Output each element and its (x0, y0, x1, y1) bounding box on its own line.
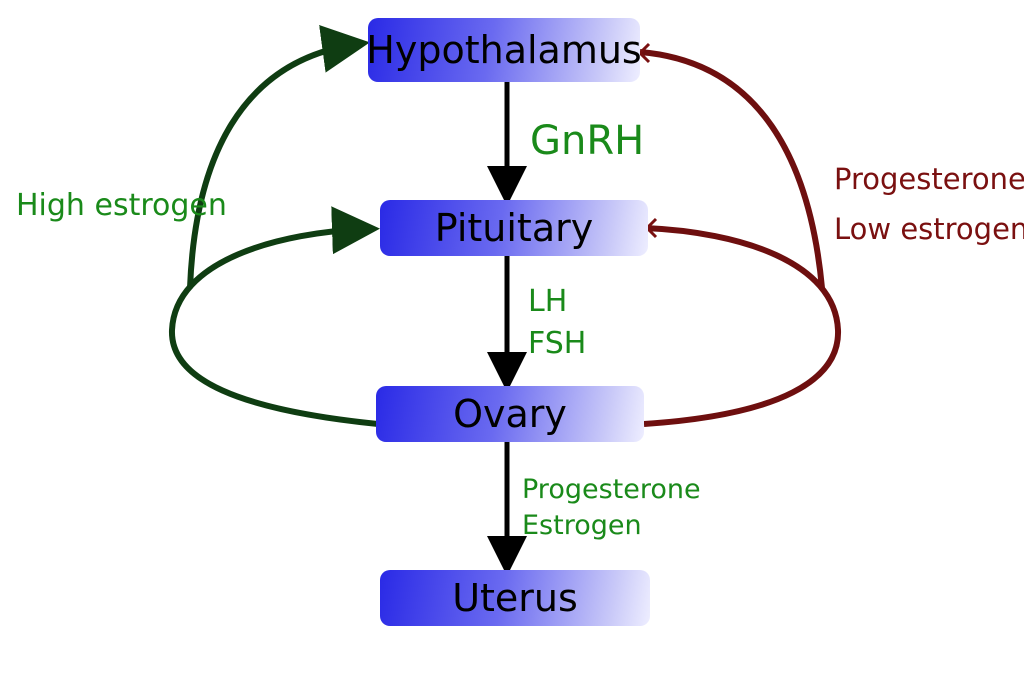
edge-label-gnrh: GnRH (530, 118, 645, 164)
edge-label-progesterone: Progesterone (522, 474, 701, 505)
positive-feedback-hypothalamus (187, 25, 370, 289)
negative-feedback-pituitary (643, 225, 842, 427)
node-uterus: Uterus (380, 570, 650, 626)
positive-feedback-pituitary (168, 206, 380, 427)
node-hypothalamus: Hypothalamus (366, 18, 642, 82)
node-pituitary: Pituitary (380, 200, 648, 256)
node-label: Hypothalamus (366, 28, 642, 72)
feedback-label-high-estrogen: High estrogen (16, 188, 227, 223)
node-label: Ovary (453, 392, 567, 436)
feedback-label-low-estrogen: Low estrogen (834, 212, 1024, 246)
edge-label-lh: LH (528, 284, 568, 319)
feedback-label-progesterone: Progesterone (834, 162, 1024, 196)
negative-feedback-hypothalamus (639, 49, 825, 289)
edge-label-estrogen: Estrogen (522, 510, 642, 541)
node-label: Pituitary (434, 206, 594, 250)
edge-label-fsh: FSH (528, 326, 587, 361)
node-label: Uterus (452, 576, 578, 620)
node-ovary: Ovary (376, 386, 644, 442)
